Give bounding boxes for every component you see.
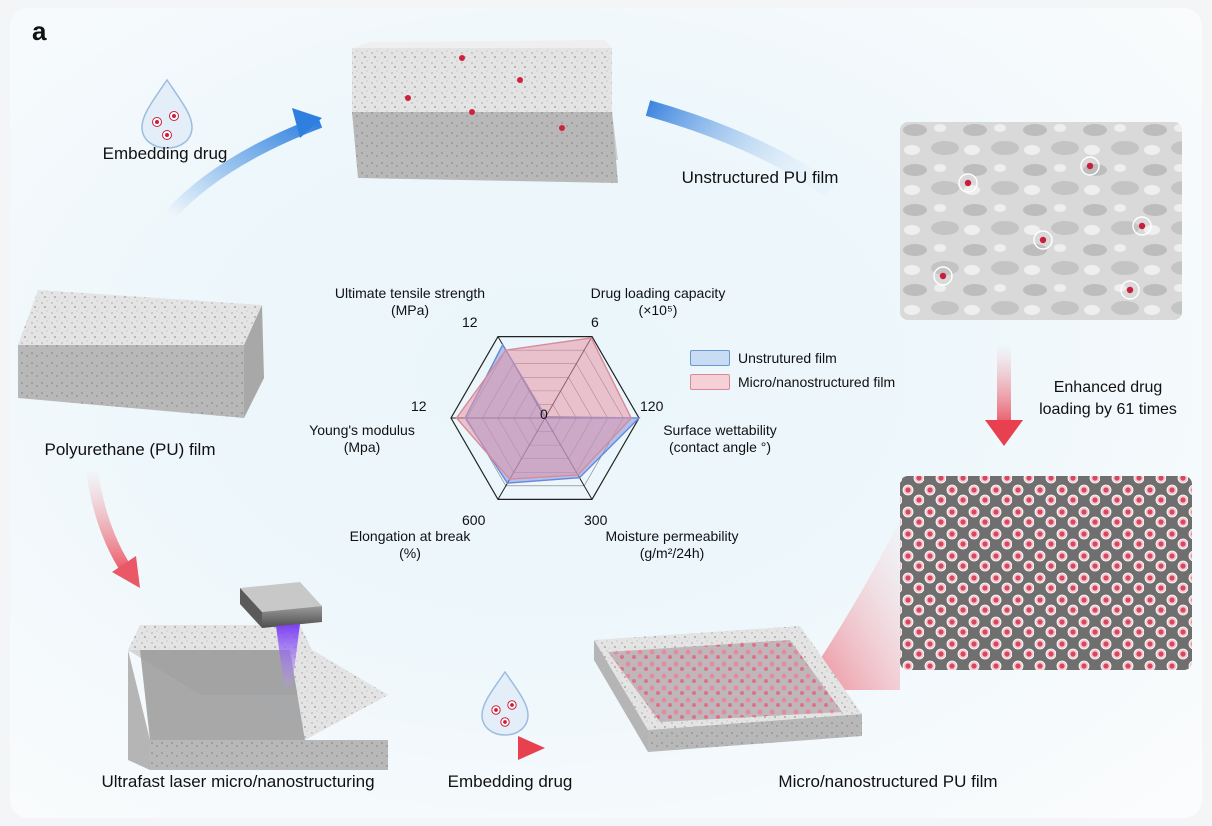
axis-label-drug-loading-unit: (×10⁵) bbox=[638, 302, 678, 318]
unstructured-micrograph bbox=[900, 122, 1182, 320]
legend-swatch-unstructured bbox=[690, 350, 730, 366]
axis-label-tensile-strength: Ultimate tensile strength (MPa) bbox=[335, 285, 485, 319]
drug-droplet-top-icon bbox=[141, 78, 193, 149]
label-laser-structuring: Ultrafast laser micro/nanostructuring bbox=[101, 772, 375, 791]
arrow-head-embedding-top bbox=[292, 108, 322, 138]
arrow-enhanced-head bbox=[985, 420, 1023, 446]
axis-max-tensile-strength: 12 bbox=[462, 314, 478, 330]
label-micro-nano-pu-film: Micro/nanostructured PU film bbox=[778, 772, 998, 791]
panel-label: a bbox=[32, 16, 47, 46]
legend-swatch-structured bbox=[690, 374, 730, 390]
axis-label-moisture-permeability: Moisture permeability (g/m²/24h) bbox=[605, 528, 738, 562]
axis-max-surface-wettability: 120 bbox=[640, 398, 664, 414]
axis-label-elongation-title: Elongation at break bbox=[349, 528, 471, 544]
label-polyurethane-film: Polyurethane (PU) film bbox=[44, 440, 216, 459]
axis-label-tensile-strength-title: Ultimate tensile strength bbox=[334, 285, 486, 301]
axis-label-drug-loading-title: Drug loading capacity bbox=[590, 285, 726, 301]
axis-max-moisture-permeability: 300 bbox=[584, 512, 608, 528]
arrow-head-to-laser bbox=[112, 556, 140, 588]
axis-label-surface-wettability: Surface wettability (contact angle °) bbox=[663, 422, 777, 456]
label-embedding-drug-top: Embedding drug bbox=[102, 144, 228, 163]
arrow-to-laser bbox=[86, 469, 134, 576]
drug-droplet-bottom-icon bbox=[481, 670, 529, 736]
legend-label-structured: Micro/nanostructured film bbox=[738, 374, 896, 390]
axis-max-elongation: 600 bbox=[462, 512, 486, 528]
arrow-enhanced-shaft bbox=[997, 345, 1011, 425]
axis-max-youngs-modulus: 12 bbox=[411, 398, 427, 414]
axis-label-moisture-permeability-unit: (g/m²/24h) bbox=[639, 545, 705, 561]
axis-label-youngs-modulus-title: Young's modulus bbox=[309, 422, 415, 438]
label-unstructured-pu-film: Unstructured PU film bbox=[681, 168, 839, 187]
radar-chart bbox=[450, 335, 641, 501]
legend-label-unstructured: Unstrutured film bbox=[738, 350, 837, 366]
axis-label-moisture-permeability-title: Moisture permeability bbox=[605, 528, 739, 544]
structured-micrograph bbox=[900, 476, 1192, 670]
axis-label-surface-wettability-title: Surface wettability bbox=[663, 422, 777, 438]
axis-label-surface-wettability-unit: (contact angle °) bbox=[668, 439, 772, 455]
radar-series-structured bbox=[455, 337, 633, 480]
axis-label-tensile-strength-unit: (MPa) bbox=[390, 302, 430, 318]
pu-film-block bbox=[18, 290, 264, 418]
structured-film-block bbox=[594, 626, 862, 752]
axis-max-drug-loading: 6 bbox=[591, 314, 599, 330]
arrow-head-embedding-bottom bbox=[518, 736, 545, 760]
arrow-zoom-structured bbox=[800, 520, 900, 690]
label-enhanced-line-2: loading by 61 times bbox=[1039, 401, 1177, 418]
arrow-to-unstructured bbox=[645, 100, 835, 197]
laser-head bbox=[240, 582, 322, 686]
axis-label-drug-loading: Drug loading capacity (×10⁵) bbox=[591, 285, 726, 319]
unstructured-film-block bbox=[352, 40, 618, 183]
axis-label-youngs-modulus: Young's modulus (Mpa) bbox=[309, 422, 415, 456]
axis-label-youngs-modulus-unit: (Mpa) bbox=[343, 439, 381, 455]
axis-label-elongation-unit: (%) bbox=[399, 545, 421, 561]
laser-film-block bbox=[128, 625, 388, 770]
arrow-embedding-top bbox=[165, 116, 323, 220]
radar-center-label: 0 bbox=[540, 406, 548, 422]
axis-label-elongation: Elongation at break (%) bbox=[350, 528, 471, 562]
label-enhanced-line-1: Enhanced drug bbox=[1053, 379, 1163, 396]
label-embedding-drug-bottom: Embedding drug bbox=[447, 772, 573, 791]
